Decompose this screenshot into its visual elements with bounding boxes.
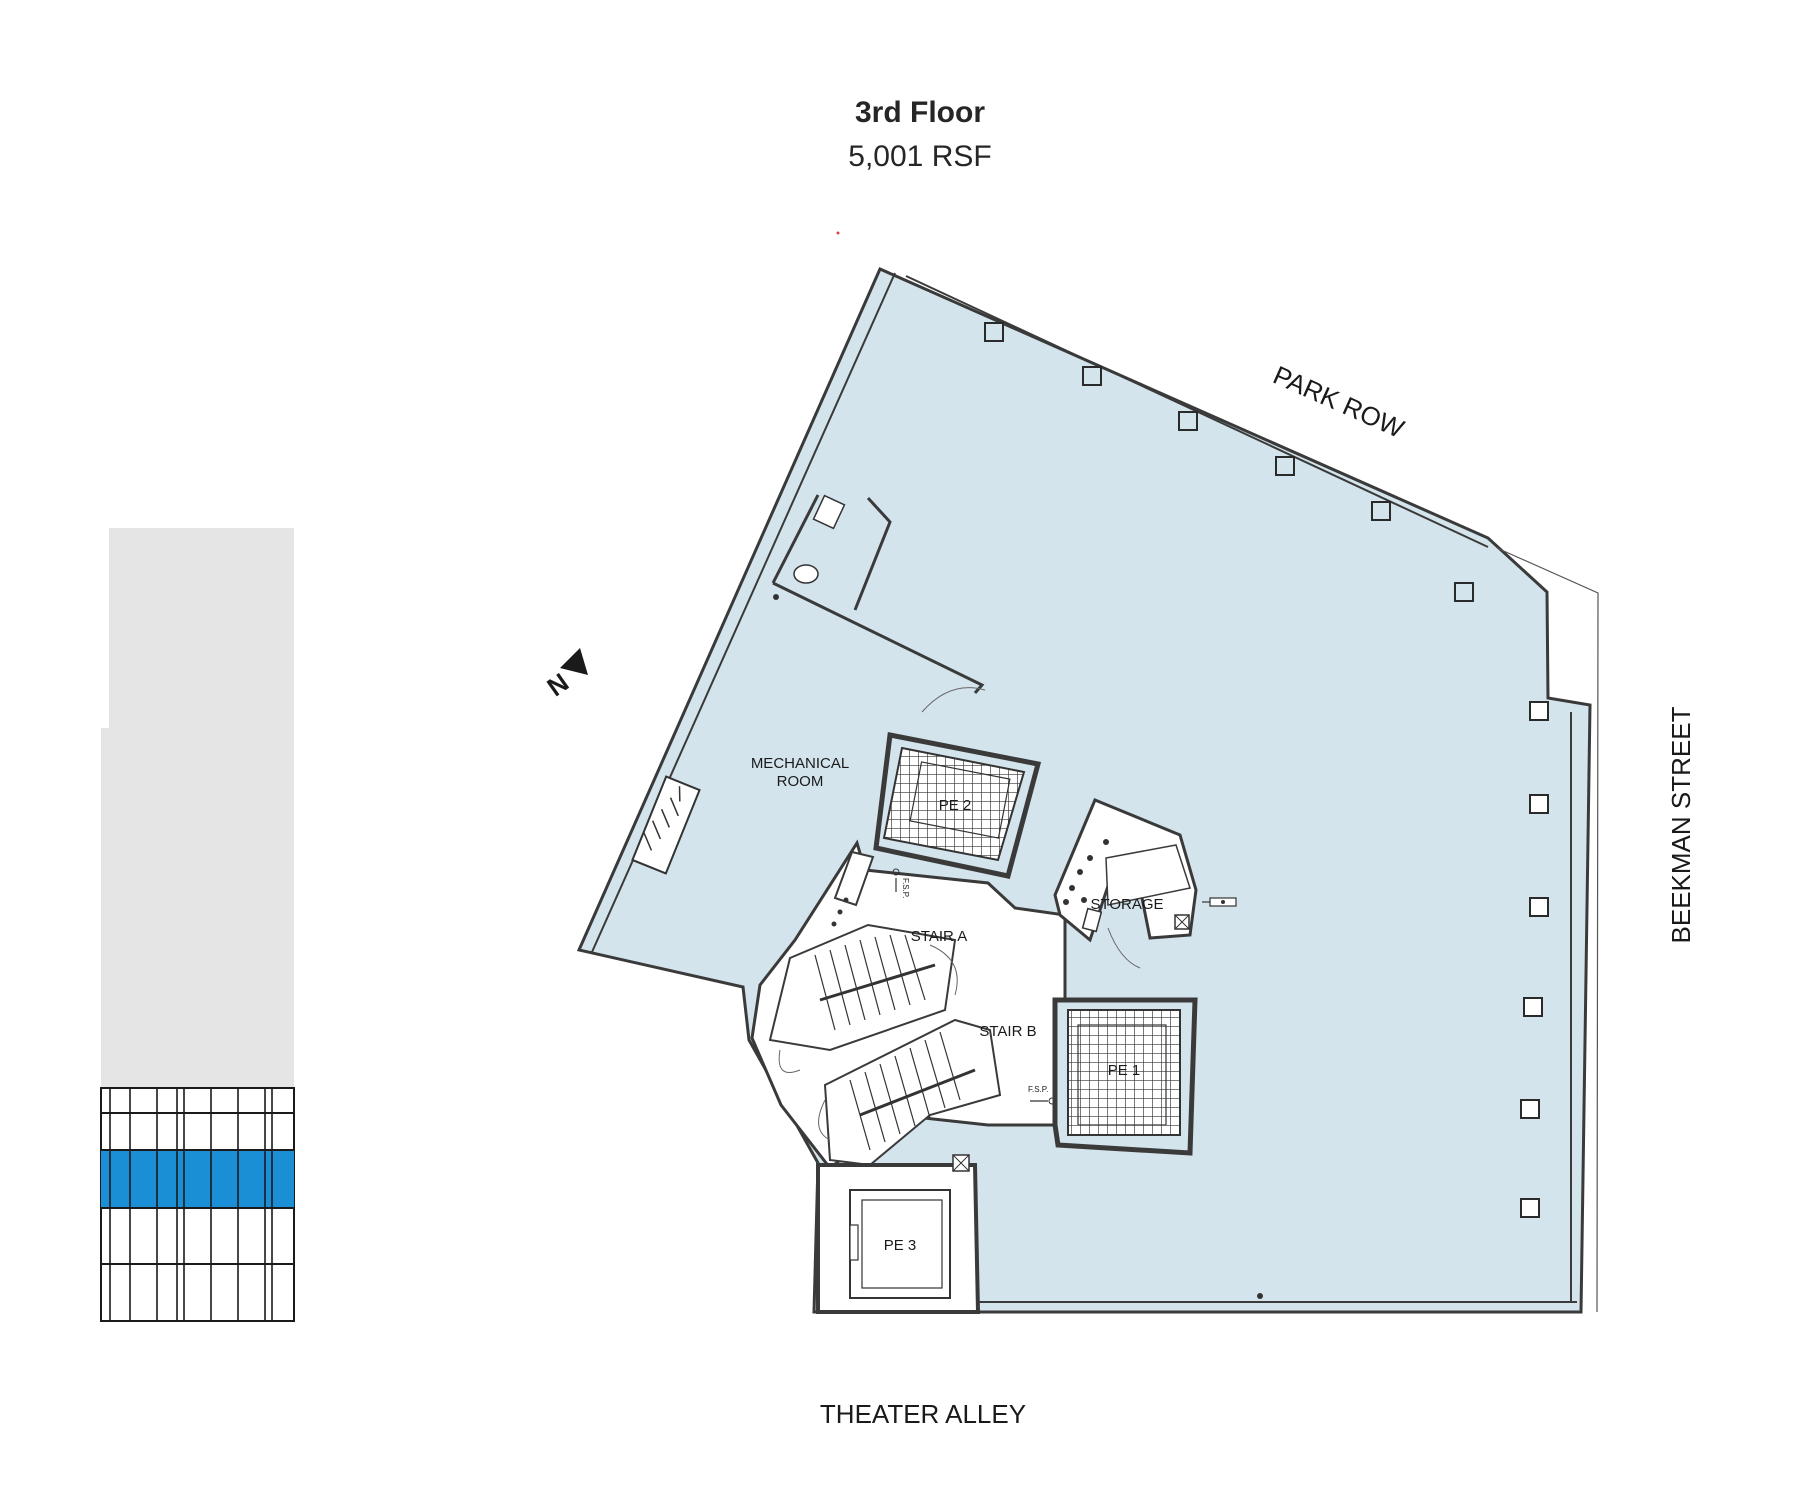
- stair-a: [768, 923, 958, 1073]
- mechanical-door-swing: [921, 687, 986, 713]
- stack-grid-vertical: [109, 1088, 273, 1321]
- pe2-elevator: [873, 732, 1042, 879]
- stair-a-label: STAIR A: [911, 928, 967, 945]
- fsp-icon-1: [892, 868, 900, 892]
- storage-label: STORAGE: [1090, 896, 1163, 913]
- stray-mark: [836, 231, 840, 235]
- highlighted-floor-band: [101, 1150, 294, 1208]
- park-row-label: PARK ROW: [1269, 360, 1409, 444]
- shaft-stair-a: [831, 850, 875, 927]
- floor-drain: [1257, 1293, 1263, 1299]
- mechanical-vent: [631, 775, 701, 875]
- mechanical-room-walls: [771, 494, 985, 694]
- pe1-elevator: [1052, 997, 1198, 1156]
- pe3-label: PE 3: [884, 1237, 917, 1254]
- floor-title: 3rd Floor: [854, 96, 985, 129]
- stack-grid-horizontal: [101, 1112, 294, 1265]
- beekman-street-label: BEEKMAN STREET: [1666, 706, 1696, 943]
- mechanical-room-label-1: MECHANICAL: [751, 755, 849, 772]
- beekman-columns: [1520, 701, 1549, 1218]
- storage-block: [1053, 798, 1198, 969]
- mechanical-room-label-2: ROOM: [777, 773, 824, 790]
- pe1-label: PE 1: [1108, 1062, 1141, 1079]
- compass-label: N: [542, 667, 575, 702]
- floor-plate: [576, 267, 1592, 1314]
- theater-alley-label: THEATER ALLEY: [820, 1399, 1026, 1429]
- north-arrow-icon: [560, 648, 588, 675]
- building-upper-mass: [109, 528, 294, 728]
- park-row-columns: [984, 322, 1474, 602]
- building-lower-mass: [101, 728, 294, 1088]
- fire-standpipe-icon: [1202, 897, 1237, 907]
- fsp-label-2: F.S.P.: [1028, 1085, 1048, 1094]
- pe3-elevator: [816, 1163, 981, 1314]
- stair-b-label: STAIR B: [979, 1023, 1036, 1040]
- stack-diagram: [100, 528, 295, 1322]
- pe2-label: PE 2: [939, 797, 972, 814]
- shaft-pe3: [952, 1154, 970, 1172]
- floor-area: 5,001 RSF: [848, 140, 992, 173]
- property-line: [1496, 547, 1599, 1313]
- toilet-room: [773, 494, 846, 600]
- fsp-label-1: F.S.P.: [901, 878, 910, 898]
- stair-b: [818, 1018, 1002, 1167]
- header: 3rd Floor 5,001 RSF: [0, 0, 1800, 200]
